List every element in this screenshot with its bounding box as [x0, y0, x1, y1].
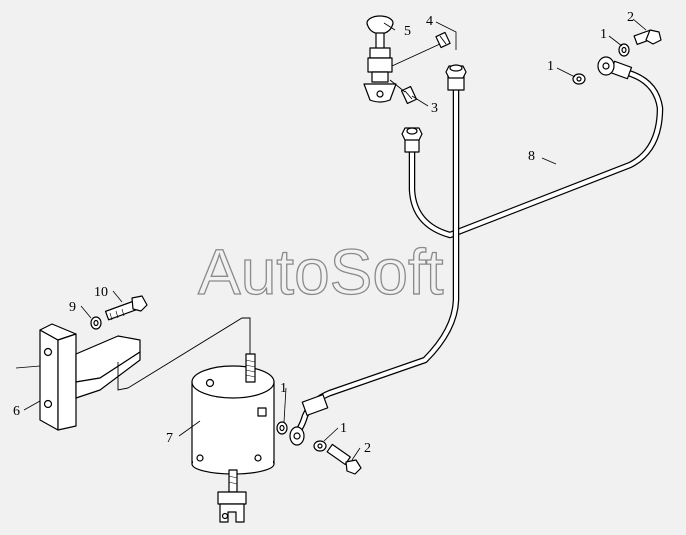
- hose-fitting-upper-center: [445, 64, 467, 91]
- washer-9[interactable]: [90, 316, 102, 330]
- leader-lines: [15, 18, 647, 461]
- callout-6: 6: [13, 404, 20, 419]
- callout-10: 10: [94, 285, 108, 300]
- callout-4: 4: [426, 14, 433, 29]
- callout-7: 7: [166, 431, 173, 446]
- bolt-2-lower[interactable]: [326, 443, 362, 475]
- tank-7[interactable]: [191, 353, 275, 475]
- washer-1-upper-b[interactable]: [572, 73, 586, 85]
- callout-2-lower: 2: [364, 441, 371, 456]
- callout-9: 9: [69, 300, 76, 315]
- callout-8: 8: [528, 149, 535, 164]
- hose-fitting-left-center: [401, 127, 423, 153]
- washer-1-lower-a[interactable]: [276, 421, 288, 435]
- fitting-3[interactable]: [400, 85, 418, 105]
- callout-3: 3: [431, 101, 438, 116]
- washer-1-lower-b[interactable]: [313, 440, 327, 452]
- bolt-2-upper[interactable]: [633, 29, 662, 46]
- washer-1-upper-a[interactable]: [618, 43, 630, 57]
- valve-5[interactable]: [363, 15, 397, 103]
- callout-2-upper: 2: [627, 10, 634, 25]
- callout-1-lower-b: 1: [340, 421, 347, 436]
- callout-1-upper-b: 1: [547, 59, 554, 74]
- hose-fitting-lower: [289, 394, 329, 446]
- watermark: AutoSoft: [198, 236, 444, 308]
- drain-valve[interactable]: [217, 469, 247, 523]
- hose-fitting-upper-right: [597, 56, 633, 80]
- callout-1-lower-a: 1: [280, 381, 287, 396]
- bracket-6[interactable]: [39, 323, 141, 431]
- bolt-10[interactable]: [104, 295, 148, 321]
- callout-1-upper-a: 1: [600, 27, 607, 42]
- callout-labels: 5 4 3 2 1 1 8 1 1 2 7 6 9 10: [13, 10, 634, 456]
- callout-5: 5: [404, 24, 411, 39]
